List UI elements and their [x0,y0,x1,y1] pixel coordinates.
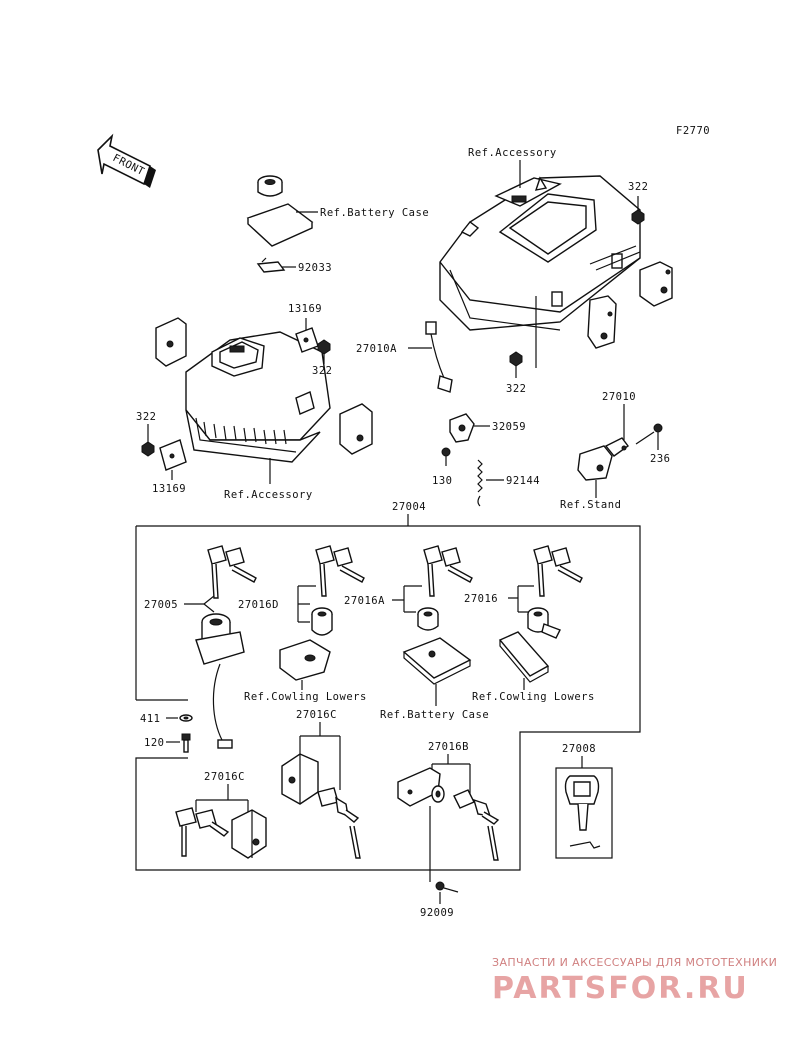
part-27016A-label: 27016A [344,595,385,607]
part-92009-label: 92009 [420,907,454,919]
nut-icon [141,441,155,457]
nut-icon [317,339,331,355]
part-322-label-a: 322 [628,181,648,193]
part-411-label: 411 [140,713,160,725]
blank-key-box [555,767,613,859]
nut-icon [509,351,523,367]
screw-icon [435,881,459,893]
part-27010-label: 27010 [602,391,636,403]
ref-accessory-top-label: Ref.Accessory [468,147,557,159]
ref-accessory-left-label: Ref.Accessory [224,489,313,501]
spring-icon [477,459,483,507]
bracket-32059 [449,413,475,443]
battery-case-plate [246,203,314,247]
battery-case-lid [402,637,472,685]
blank-key-icon [564,775,601,849]
front-arrow-icon: FRONT [97,133,156,188]
cowling-lock-bracket [279,639,331,681]
top-case-right [439,175,673,349]
part-27008-label: 27008 [562,743,596,755]
part-27016D-label: 27016D [238,599,279,611]
helmet-lock-27016b [397,767,445,807]
key-icon [317,787,361,859]
screw-icon [635,423,663,445]
lock-cylinder-27016a [417,607,439,631]
lock-cylinder-27016d [311,607,333,636]
part-92033-label: 92033 [298,262,332,274]
stand-switch-27010 [577,437,629,481]
watermark-brand: PARTSFOR.RU [492,971,749,1006]
ref-battery-case-mid-label: Ref.Battery Case [380,709,489,721]
set-outline [135,525,641,871]
part-322-label-c: 322 [136,411,156,423]
key-icon [207,545,257,599]
part-130-label: 130 [432,475,452,487]
bolt-icon [181,733,191,753]
part-120-label: 120 [144,737,164,749]
ref-cowling-lowers-2-label: Ref.Cowling Lowers [472,691,595,703]
ignition-switch-27005 [195,613,245,749]
screw-icon [441,447,451,466]
top-case-left [155,317,373,463]
part-27016C-label-b: 27016C [204,771,245,783]
part-322-label-b: 322 [312,365,332,377]
cowling-lower-cover [498,631,550,683]
key-icon [453,789,500,861]
part-27005-label: 27005 [144,599,178,611]
part-27010A-label: 27010A [356,343,397,355]
figure-code: F2770 [676,125,710,137]
clip-icon [256,257,286,273]
side-lock-27016c [231,809,267,859]
saddlebag-lock-27016c [281,753,319,805]
part-322-label-d: 322 [506,383,526,395]
part-27004-label: 27004 [392,501,426,513]
ref-stand-label: Ref.Stand [560,499,621,511]
ref-battery-case-top-label: Ref.Battery Case [320,207,429,219]
part-13169-label-a: 13169 [288,303,322,315]
ref-cowling-lowers-1-label: Ref.Cowling Lowers [244,691,367,703]
key-icon [175,807,230,857]
part-92144-label: 92144 [506,475,540,487]
part-27016C-label-a: 27016C [296,709,337,721]
key-icon [423,545,473,597]
part-27016-label: 27016 [464,593,498,605]
cable-27010a [425,321,453,393]
plate-13169-lower [159,439,187,471]
key-icon [315,545,365,597]
part-27016B-label: 27016B [428,741,469,753]
washer-icon [179,714,193,722]
part-13169-label-b: 13169 [152,483,186,495]
watermark-caption: ЗАПЧАСТИ И АКСЕССУАРЫ ДЛЯ МОТОТЕХНИКИ [492,956,777,969]
part-32059-label: 32059 [492,421,526,433]
lock-cylinder-27016 [527,607,561,639]
part-236-label: 236 [650,453,670,465]
key-icon [533,545,583,597]
grommet-icon [257,175,283,197]
